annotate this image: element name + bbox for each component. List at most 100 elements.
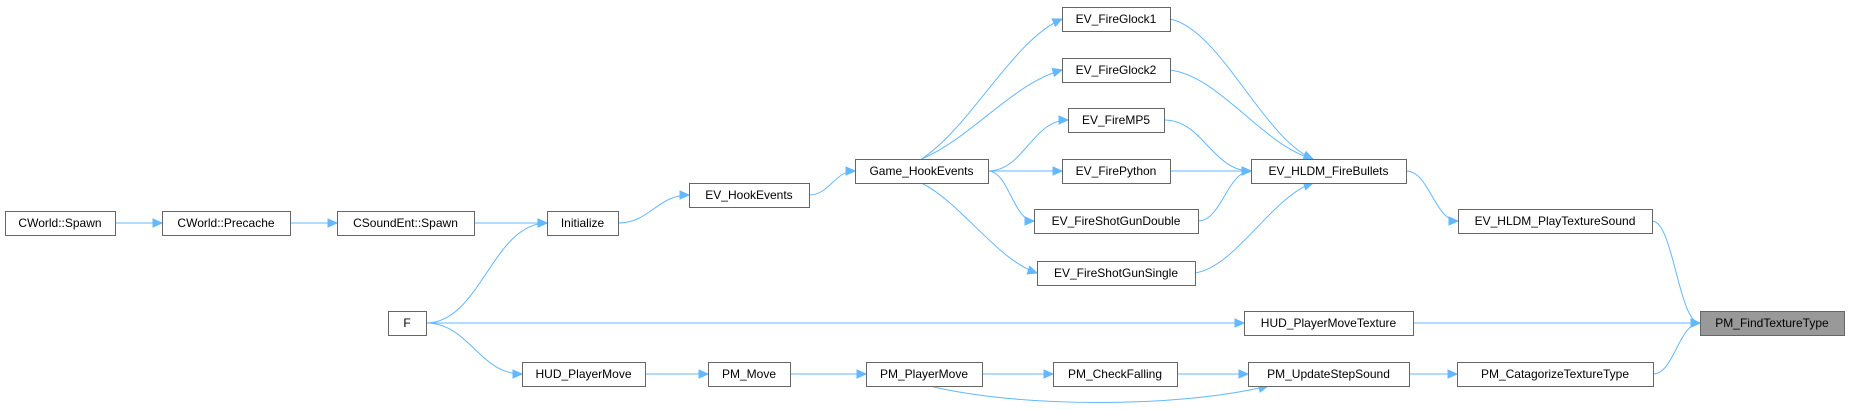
node-label: HUD_PlayerMoveTexture [1261, 316, 1397, 330]
edge-layer [114, 18, 1702, 403]
node-box[interactable] [708, 362, 791, 387]
node-ev-firepython[interactable]: EV_FirePython [1062, 159, 1171, 184]
arrowhead-ev_fireshotgunsingle [1026, 265, 1039, 275]
node-box[interactable] [388, 311, 427, 336]
node-label: EV_FireMP5 [1082, 113, 1150, 127]
node-label: EV_FireShotGunDouble [1052, 214, 1181, 228]
edge-ev_fireglock2-to-ev_hldm_firebullets [1169, 69, 1314, 160]
node-ev-fireglock2[interactable]: EV_FireGlock2 [1062, 58, 1171, 83]
arrowhead-cworld_precache [152, 218, 164, 228]
node-box[interactable] [337, 211, 475, 236]
edge-ev_fireshotgundouble-to-ev_hldm_firebullets [1197, 170, 1252, 222]
edge-game_hookevents-to-ev_fireshotgunsingle [921, 182, 1038, 274]
node-label: PM_CheckFalling [1068, 367, 1162, 381]
edge-ev_hldm_playtexturesound-to-pm_findtexturetype [1651, 220, 1701, 324]
node-label: HUD_PlayerMove [535, 367, 631, 381]
node-box[interactable] [689, 183, 810, 208]
arrowhead-ev_fireglock2 [1051, 67, 1064, 78]
arrowhead-ev_hookevents [679, 190, 691, 200]
node-label: EV_FirePython [1076, 164, 1157, 178]
edge-initialize-to-ev_hookevents [617, 194, 690, 224]
node-hud-playermovetexture[interactable]: HUD_PlayerMoveTexture [1244, 311, 1414, 336]
node-box[interactable] [1700, 311, 1845, 336]
node-label: Game_HookEvents [869, 164, 973, 178]
arrowhead-ev_fireglock1 [1051, 18, 1064, 28]
node-box[interactable] [1457, 362, 1654, 387]
node-label: CWorld::Precache [177, 216, 274, 230]
node-box[interactable] [1062, 7, 1171, 32]
node-label: EV_HookEvents [705, 188, 792, 202]
node-ev-fireshotgunsingle[interactable]: EV_FireShotGunSingle [1037, 261, 1196, 286]
edge-f-to-initialize [425, 222, 548, 324]
node-ev-fireshotgundouble[interactable]: EV_FireShotGunDouble [1034, 209, 1199, 234]
arrowhead-initialize [537, 218, 549, 228]
arrowhead-pm_updatestepsound [1238, 369, 1250, 379]
node-pm-checkfalling[interactable]: PM_CheckFalling [1053, 362, 1178, 387]
node-box[interactable] [1458, 209, 1653, 234]
node-layer: CWorld::Spawn CWorld::Precache CSoundEnt::… [5, 7, 1845, 387]
edge-ev_fireshotgunsingle-to-ev_hldm_firebullets [1194, 182, 1314, 274]
edge-game_hookevents-to-ev_firemp5 [987, 119, 1069, 172]
node-pm-findtexturetype[interactable]: PM_FindTextureType [1700, 311, 1845, 336]
node-label: PM_CatagorizeTextureType [1481, 367, 1629, 381]
node-box[interactable] [5, 211, 116, 236]
node-label: Initialize [561, 216, 605, 230]
arrowhead-hud_playermove [512, 369, 524, 379]
node-ev-fireglock1[interactable]: EV_FireGlock1 [1062, 7, 1171, 32]
node-label: EV_HLDM_FireBullets [1268, 164, 1388, 178]
node-initialize[interactable]: Initialize [547, 211, 619, 236]
node-box[interactable] [1062, 58, 1171, 83]
node-pm-updatestepsound[interactable]: PM_UpdateStepSound [1248, 362, 1410, 387]
node-label: PM_PlayerMove [880, 367, 968, 381]
node-box[interactable] [855, 159, 989, 184]
node-box[interactable] [1034, 209, 1199, 234]
arrowhead-pm_findtexturetype [1690, 318, 1702, 328]
node-box[interactable] [1248, 362, 1410, 387]
node-box[interactable] [1244, 311, 1414, 336]
arrowhead-game_hookevents [845, 166, 857, 176]
edge-ev_firemp5-to-ev_hldm_firebullets [1163, 119, 1252, 172]
node-label: EV_FireGlock1 [1076, 12, 1157, 26]
node-box[interactable] [547, 211, 619, 236]
node-box[interactable] [1068, 108, 1165, 133]
node-ev-firemp5[interactable]: EV_FireMP5 [1068, 108, 1165, 133]
node-box[interactable] [1053, 362, 1178, 387]
edge-f-to-hud_playermove [425, 322, 523, 375]
node-box[interactable] [1037, 261, 1196, 286]
node-box[interactable] [162, 211, 291, 236]
node-f[interactable]: F [388, 311, 427, 336]
node-pm-move[interactable]: PM_Move [708, 362, 791, 387]
edge-ev_hldm_firebullets-to-ev_hldm_playtexturesound [1405, 170, 1459, 222]
edge-game_hookevents-to-ev_fireglock2 [921, 69, 1063, 160]
node-ev-hldm-playtexturesound[interactable]: EV_HLDM_PlayTextureSound [1458, 209, 1653, 234]
arrowhead-pm_catagorizetexturetype [1447, 369, 1459, 379]
arrowhead-hud_playermovetexture [1234, 318, 1246, 328]
node-cworld-precache[interactable]: CWorld::Precache [162, 211, 291, 236]
node-pm-catagorizetexturetype[interactable]: PM_CatagorizeTextureType [1457, 362, 1654, 387]
node-label: CSoundEnt::Spawn [353, 216, 458, 230]
arrowhead-ev_hldm_playtexturesound [1448, 216, 1460, 226]
edge-pm_playermove-to-pm_updatestepsound [929, 385, 1269, 403]
node-box[interactable] [1251, 159, 1407, 184]
arrowhead-ev_firemp5 [1058, 115, 1070, 125]
node-box[interactable] [1062, 159, 1171, 184]
edge-game_hookevents-to-ev_fireglock1 [921, 18, 1063, 160]
node-label: F [403, 316, 410, 330]
node-game-hookevents[interactable]: Game_HookEvents [855, 159, 989, 184]
node-pm-playermove[interactable]: PM_PlayerMove [866, 362, 983, 387]
arrowhead-ev_fireshotgundouble [1024, 216, 1036, 226]
node-hud-playermove[interactable]: HUD_PlayerMove [522, 362, 646, 387]
arrowhead-pm_checkfalling [1043, 369, 1055, 379]
node-label: CWorld::Spawn [18, 216, 101, 230]
node-csoundent-spawn[interactable]: CSoundEnt::Spawn [337, 211, 475, 236]
node-ev-hookevents[interactable]: EV_HookEvents [689, 183, 810, 208]
arrowhead-pm_playermove [856, 369, 868, 379]
node-cworld-spawn[interactable]: CWorld::Spawn [5, 211, 116, 236]
node-label: EV_FireGlock2 [1076, 63, 1157, 77]
node-box[interactable] [866, 362, 983, 387]
node-ev-hldm-firebullets[interactable]: EV_HLDM_FireBullets [1251, 159, 1407, 184]
node-box[interactable] [522, 362, 646, 387]
edge-game_hookevents-to-ev_fireshotgundouble [987, 170, 1035, 222]
